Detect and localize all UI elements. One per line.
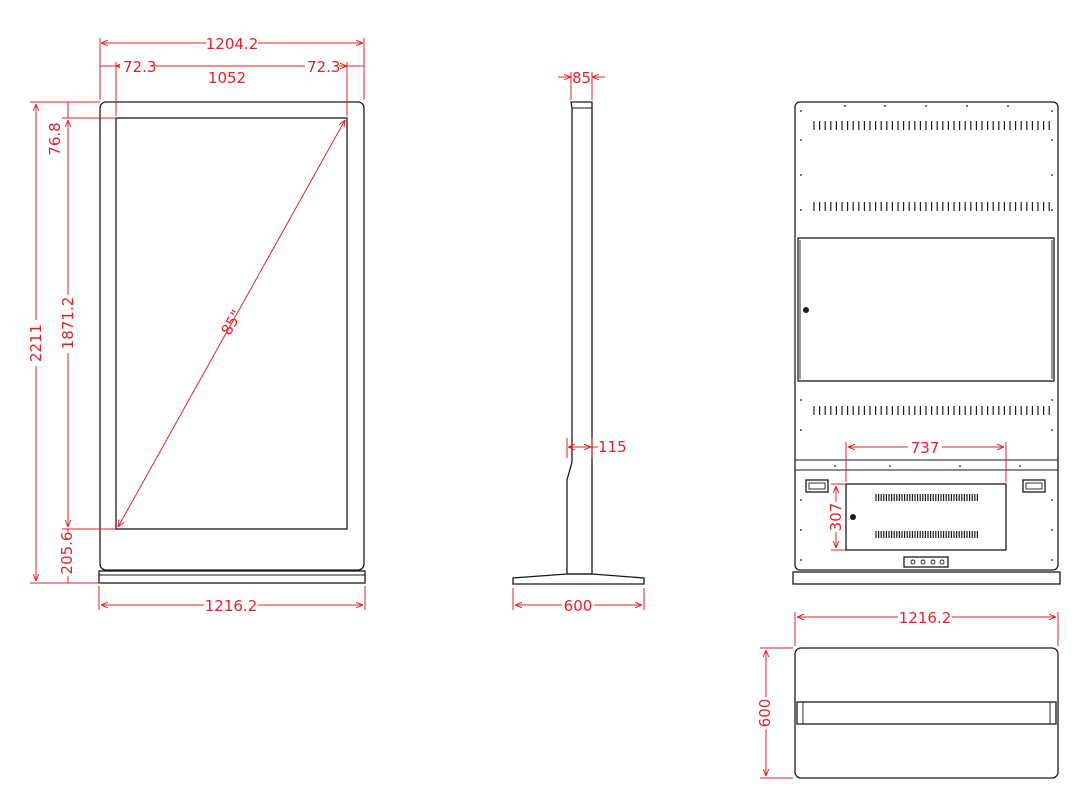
base-width-label: 1216.2 <box>205 597 258 615</box>
front-housing <box>99 101 365 571</box>
screw-dots <box>800 105 1053 561</box>
screw-dot <box>1019 465 1021 467</box>
top-depth-label: 85 <box>572 69 591 87</box>
top-view: 1216.2 600 <box>756 608 1059 779</box>
screw-dot <box>1051 174 1053 176</box>
top-column <box>796 701 1057 725</box>
rear-top-lock <box>803 307 809 313</box>
screen-height-label: 1871.2 <box>59 297 77 350</box>
screw-dot <box>844 105 846 107</box>
screw-dot <box>800 429 802 431</box>
screw-dot <box>1051 139 1053 141</box>
lower-depth-label: 115 <box>598 438 627 456</box>
screw-dot <box>1051 559 1053 561</box>
screw-dot <box>1051 499 1053 501</box>
screw-dot <box>800 529 802 531</box>
bottom-bezel-label: 205.6 <box>58 532 76 575</box>
top-outline <box>794 647 1059 779</box>
side-view: 85 115 600 <box>512 69 645 615</box>
panel-height-label: 307 <box>827 503 845 532</box>
screw-dot <box>800 110 802 112</box>
front-base <box>98 570 366 584</box>
screw-dot <box>1007 105 1009 107</box>
screw-dot <box>834 465 836 467</box>
screw-dot <box>1051 399 1053 401</box>
screw-dot <box>884 105 886 107</box>
side-base <box>512 573 645 585</box>
vent-row <box>813 121 1050 538</box>
front-screen <box>115 117 348 530</box>
right-bezel-label: 72.3 <box>307 58 340 76</box>
panel-width-label: 737 <box>911 439 940 457</box>
screw-dot <box>800 499 802 501</box>
front-view: 85" 1204.2 72.3 1052 72.3 2211 1871.2 76… <box>27 34 366 615</box>
rear-left-handle <box>805 479 829 493</box>
rear-right-handle <box>1022 479 1046 493</box>
side-profile <box>566 101 593 575</box>
rear-top-panel <box>797 237 1055 382</box>
screw-dot <box>1051 209 1053 211</box>
screw-dot <box>889 465 891 467</box>
screen-diagonal-line <box>118 120 345 527</box>
top-bezel-label: 76.8 <box>46 122 64 155</box>
top-width-label: 1216.2 <box>899 609 952 627</box>
overall-width-label: 1204.2 <box>206 35 259 53</box>
screw-dot <box>1051 429 1053 431</box>
diagonal-label: 85" <box>217 307 245 338</box>
screw-dot <box>925 105 927 107</box>
screw-dot <box>959 465 961 467</box>
screw-dot <box>800 139 802 141</box>
screw-dot <box>800 399 802 401</box>
rear-io-ports <box>903 556 949 568</box>
screw-dot <box>800 174 802 176</box>
rear-bottom-panel <box>845 483 1007 551</box>
base-depth-label: 600 <box>564 597 593 615</box>
total-height-label: 2211 <box>27 324 45 362</box>
screen-width-label: 1052 <box>208 69 246 87</box>
top-depth-label: 600 <box>756 699 774 728</box>
rear-housing <box>794 101 1059 571</box>
rear-view: 737 307 <box>792 101 1061 585</box>
screw-dot <box>1051 110 1053 112</box>
rear-base <box>792 571 1061 585</box>
rear-bottom-lock <box>850 514 856 520</box>
screw-dot <box>800 209 802 211</box>
screw-dot <box>1051 529 1053 531</box>
screw-dot <box>800 559 802 561</box>
screw-dot <box>966 105 968 107</box>
left-bezel-label: 72.3 <box>123 58 156 76</box>
